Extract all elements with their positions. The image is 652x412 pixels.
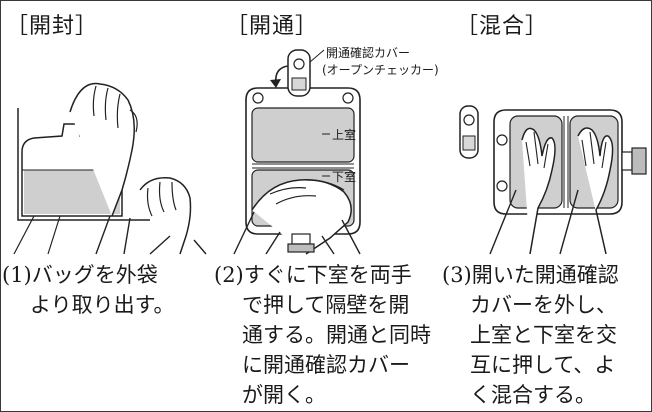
panel-open-package: ［開封］ (1)バッグを外袋 より取り出す。 bbox=[0, 0, 210, 412]
caption-open-package: (1)バッグを外袋 より取り出す。 bbox=[2, 260, 174, 320]
caption-line: 通する。開通と同時 bbox=[242, 323, 431, 347]
caption-line: 開いた開通確認 bbox=[471, 263, 619, 287]
annotation-cover: 開通確認カバー (オープンチェッカー) bbox=[322, 44, 439, 78]
caption-line: 上室と下室を交 bbox=[470, 323, 617, 347]
caption-line: バッグを外袋 bbox=[31, 263, 158, 287]
caption-line: より取り出す。 bbox=[30, 293, 175, 317]
caption-line: が開く。 bbox=[242, 383, 326, 407]
annotation-upper-chamber: 上室 bbox=[332, 128, 357, 142]
annotation-cover-line2: (オープンチェッカー) bbox=[322, 63, 439, 77]
caption-line: すぐに下室を両手 bbox=[243, 263, 412, 287]
illustration-break-seal bbox=[233, 49, 361, 255]
annotation-cover-line1: 開通確認カバー bbox=[326, 46, 411, 60]
step-number: (1) bbox=[2, 263, 32, 287]
annotation-lower-chamber: 下室 bbox=[332, 170, 357, 184]
caption-line: く混合する。 bbox=[470, 383, 596, 407]
illustration-open-package bbox=[13, 82, 207, 255]
caption-line: カバーを外し、 bbox=[470, 293, 617, 317]
caption-mix: (3)開いた開通確認 カバーを外し、 上室と下室を交 互に押して、よ く混合する… bbox=[442, 260, 619, 410]
step-number: (2) bbox=[214, 263, 244, 287]
panel-heading: ［開封］ bbox=[6, 14, 99, 39]
caption-line: で押して隔壁を開 bbox=[242, 293, 410, 317]
step-number: (3) bbox=[442, 263, 472, 287]
caption-line: に開通確認カバー bbox=[242, 353, 410, 377]
panel-heading: ［混合］ bbox=[456, 14, 549, 39]
caption-line: 互に押して、よ bbox=[470, 353, 616, 377]
panel-mix: ［混合］ (3)開いた開通確認 カバーを外し、 上室と下室を交 互に押して、よ … bbox=[430, 0, 652, 412]
caption-break-seal: (2)すぐに下室を両手 で押して隔壁を開 通する。開通と同時 に開通確認カバー … bbox=[214, 260, 431, 410]
panel-heading: ［開通］ bbox=[226, 14, 319, 39]
illustration-mix bbox=[459, 105, 647, 255]
panel-break-seal: ［開通］ 開通確認カバー (オープンチェッカー) 上室 下室 bbox=[210, 0, 439, 412]
